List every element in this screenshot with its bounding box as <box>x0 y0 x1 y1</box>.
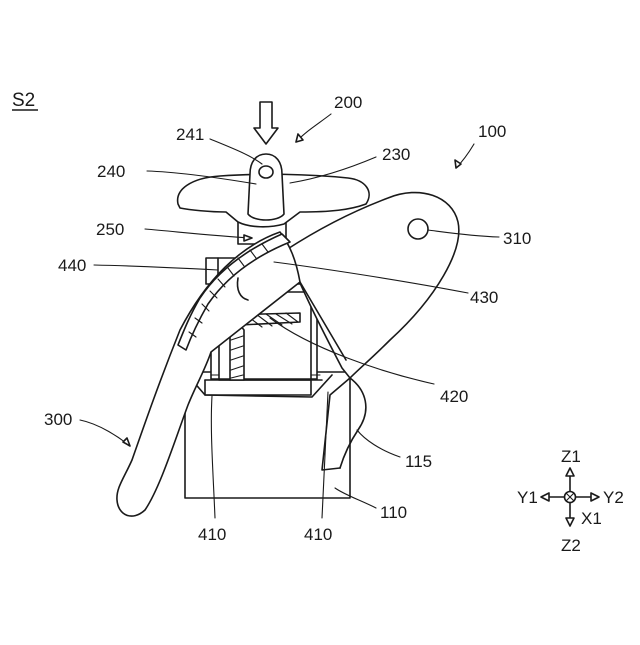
arrowhead-100 <box>455 160 461 168</box>
label-241: 241 <box>176 125 204 144</box>
label-250: 250 <box>96 220 124 239</box>
axis-y2-label: Y2 <box>603 488 624 507</box>
pivot-hole-310 <box>408 219 428 239</box>
arrowhead-300 <box>123 438 130 446</box>
arrowhead-200 <box>296 134 303 142</box>
nozzle-240 <box>248 154 284 220</box>
label-100: 100 <box>478 122 506 141</box>
press-direction-arrow <box>254 102 278 144</box>
label-110: 110 <box>380 503 407 522</box>
figure-label: S2 <box>12 90 35 111</box>
label-410-right: 410 <box>304 525 332 544</box>
label-240: 240 <box>97 162 125 181</box>
label-200: 200 <box>334 93 362 112</box>
label-230: 230 <box>382 145 410 164</box>
axis-y1-label: Y1 <box>517 488 538 507</box>
label-115: 115 <box>405 452 432 471</box>
label-310: 310 <box>503 229 531 248</box>
axis-z2-label: Z2 <box>561 536 581 555</box>
label-420: 420 <box>440 387 468 406</box>
label-300: 300 <box>44 410 72 429</box>
axis-indicator: Z1 Z2 Y1 Y2 X1 <box>517 447 624 555</box>
label-430: 430 <box>470 288 498 307</box>
axis-x1-label: X1 <box>581 509 602 528</box>
axis-z1-label: Z1 <box>561 447 581 466</box>
label-410-left: 410 <box>198 525 226 544</box>
label-440: 440 <box>58 256 86 275</box>
